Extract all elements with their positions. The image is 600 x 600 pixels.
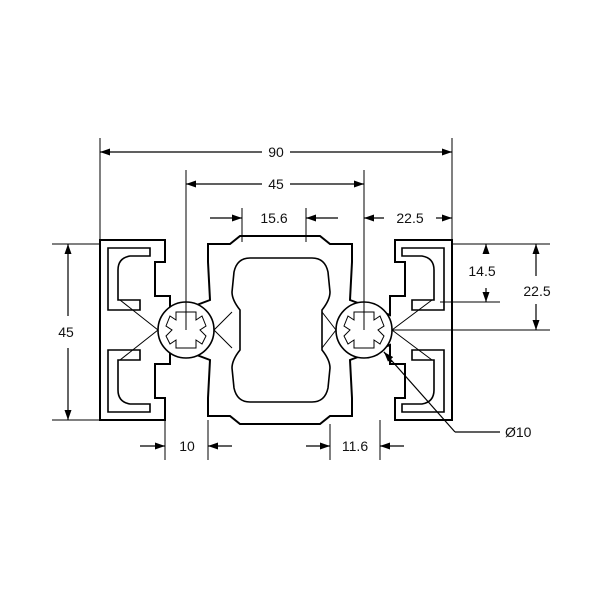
dim-slot-depth: 14.5	[468, 263, 495, 279]
dim-height: 45	[58, 324, 74, 340]
dim-slot-width-left: 10	[179, 438, 195, 454]
dim-bore-diameter: Ø10	[505, 424, 532, 440]
dim-slot-spacing: 45	[268, 176, 284, 192]
dim-center-pocket: 15.6	[260, 210, 287, 226]
web-left	[119, 299, 233, 361]
dim-edge-to-slot: 22.5	[396, 210, 423, 226]
slot-top-right	[401, 247, 445, 311]
dim-half-height: 22.5	[523, 283, 550, 299]
slot-bottom-right	[401, 349, 445, 413]
center-pocket	[231, 257, 331, 403]
dim-overall-width: 90	[268, 144, 284, 160]
dimension-labels: 90 45 15.6 22.5 45 14.5 22.5 10 11.6 Ø10	[58, 144, 551, 454]
dim-slot-width-bottom: 11.6	[342, 438, 368, 454]
slot-bottom-left	[107, 349, 151, 413]
web-right	[321, 299, 433, 361]
dimension-lines	[52, 138, 550, 460]
slot-top-left	[107, 247, 151, 311]
